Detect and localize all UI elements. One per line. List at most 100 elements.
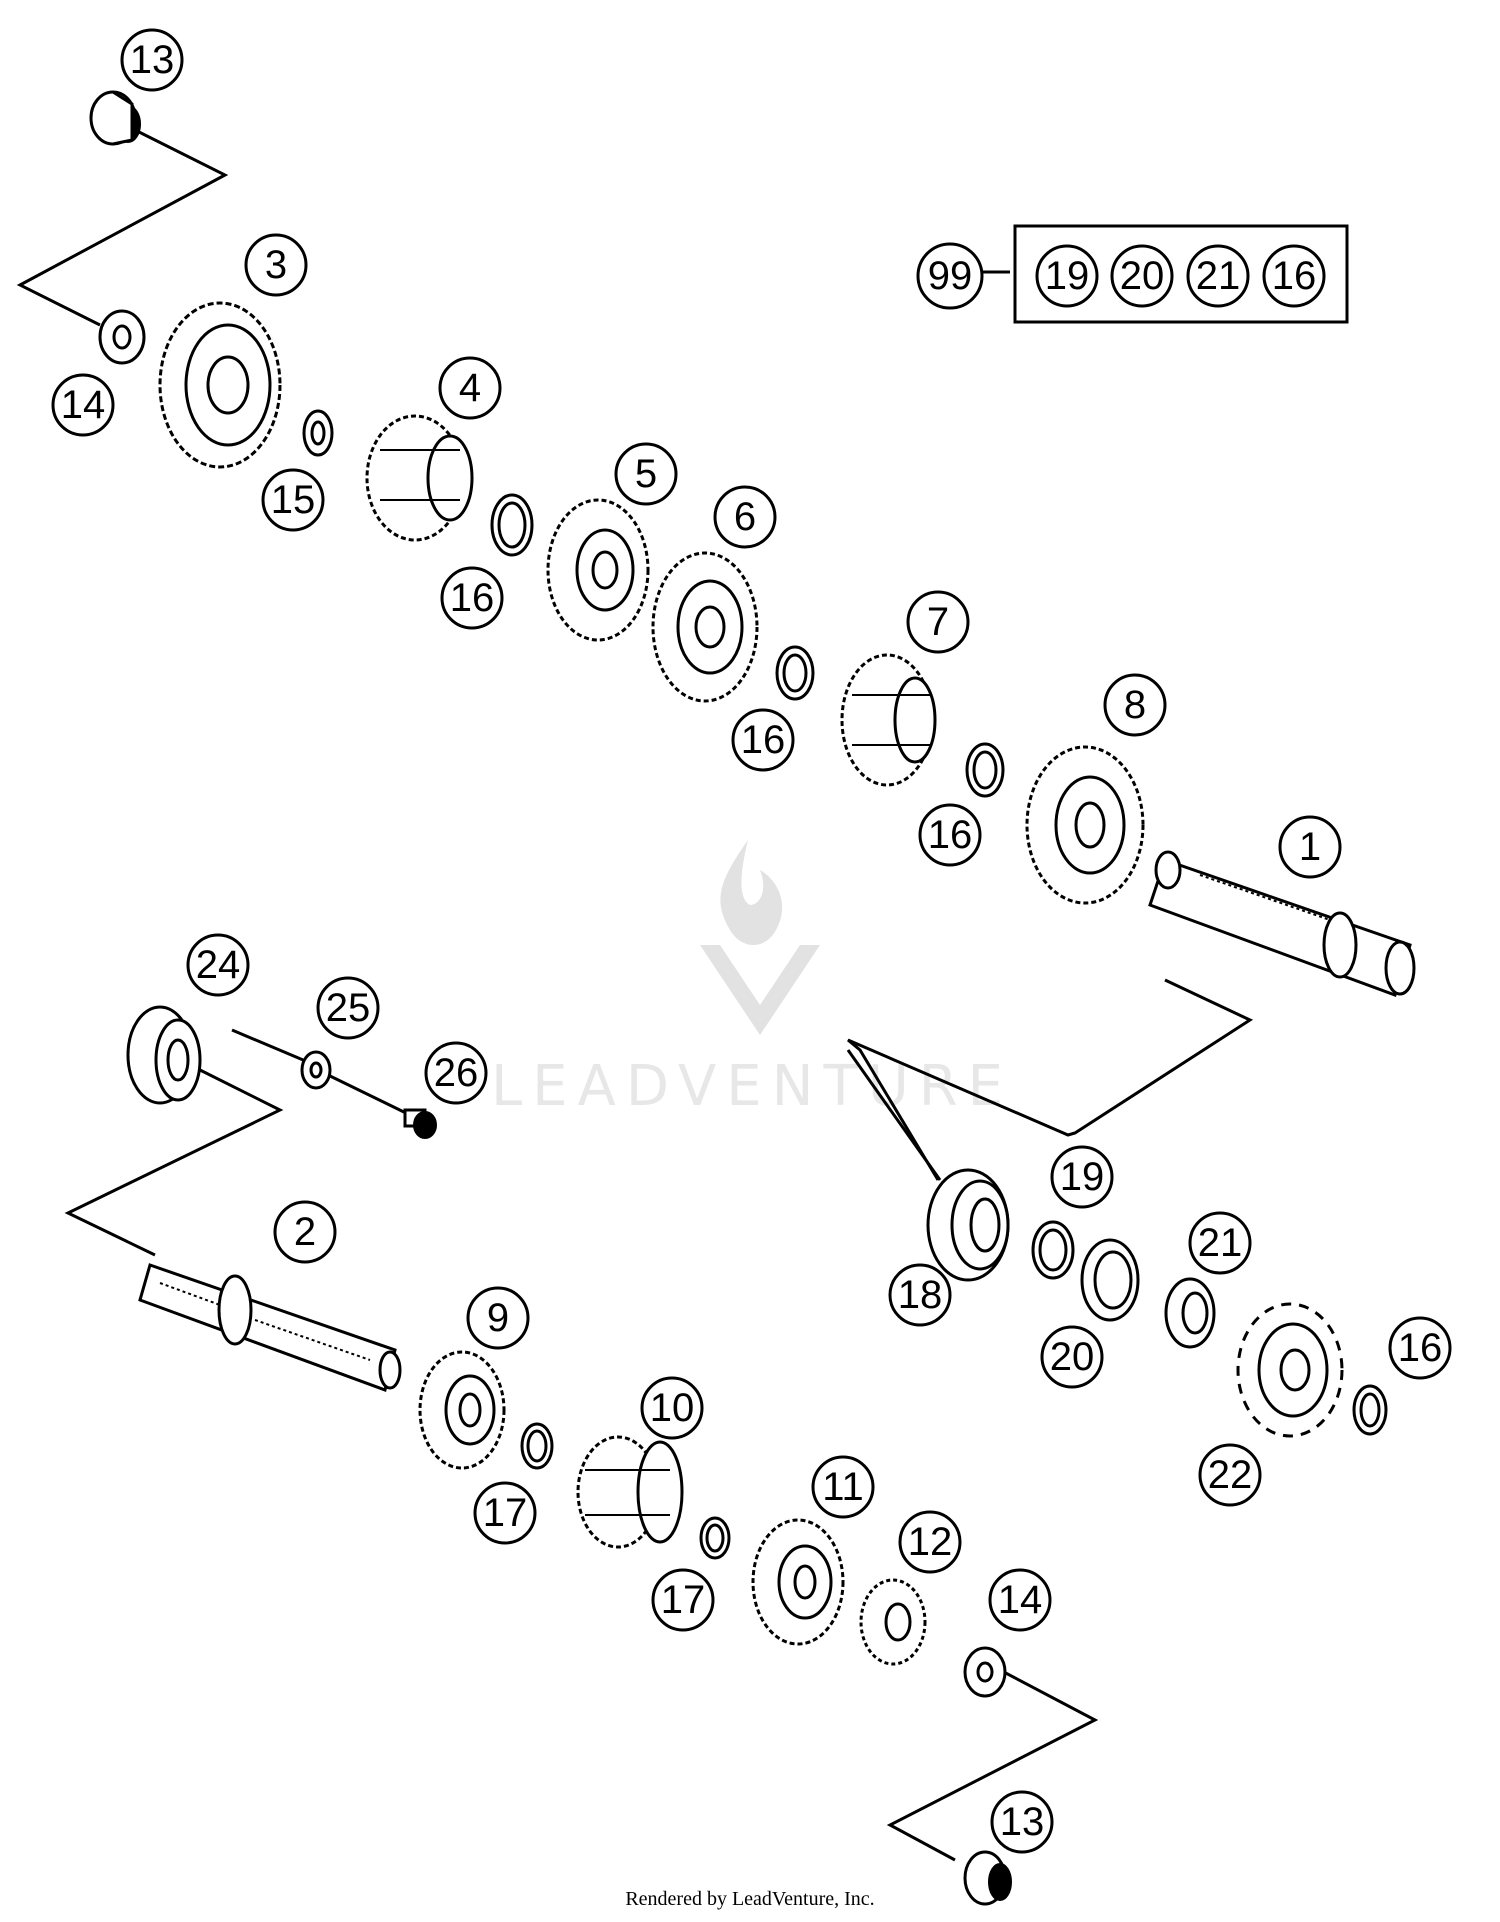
part-26-screw: [403, 1108, 437, 1139]
kit-item-20: 20: [1110, 244, 1174, 308]
svg-text:21: 21: [1196, 254, 1241, 298]
callout-24: 24: [186, 933, 250, 997]
callout-18: 18: [888, 1263, 952, 1327]
svg-text:25: 25: [326, 986, 371, 1030]
svg-text:19: 19: [1060, 1155, 1105, 1199]
part-10-gear: [576, 1435, 684, 1549]
callout-13-top: 13: [120, 28, 184, 92]
svg-text:10: 10: [650, 1386, 695, 1430]
callout-1: 1: [1278, 815, 1342, 879]
part-11-gear: [751, 1518, 845, 1646]
svg-text:16: 16: [1272, 254, 1317, 298]
part-8-gear: [1025, 745, 1145, 905]
callout-17-b: 17: [651, 1568, 715, 1632]
svg-text:19: 19: [1045, 254, 1090, 298]
svg-text:9: 9: [487, 1296, 509, 1340]
watermark-text: LEADVENTURE: [491, 1054, 1013, 1119]
svg-text:5: 5: [635, 452, 657, 496]
svg-text:26: 26: [434, 1051, 479, 1095]
part-3-gear: [158, 301, 282, 469]
part-19-circlip: [1031, 1220, 1075, 1280]
part-6-gear: [651, 551, 759, 703]
svg-text:17: 17: [661, 1578, 706, 1622]
svg-text:22: 22: [1208, 1453, 1253, 1497]
callout-14-bottom: 14: [988, 1568, 1052, 1632]
svg-text:6: 6: [734, 495, 756, 539]
callout-13-bottom: 13: [990, 1790, 1054, 1854]
part-16-circlip-a: [490, 493, 534, 557]
part-14-washer-top: [98, 309, 146, 365]
svg-text:15: 15: [271, 478, 316, 522]
kit-box: 99 19 20 21 16: [916, 224, 1349, 324]
part-21-spacer: [1164, 1277, 1216, 1349]
callout-11: 11: [811, 1455, 875, 1519]
callout-8: 8: [1103, 673, 1167, 737]
part-12-gear: [859, 1578, 927, 1666]
kit-number-callout: 99: [916, 242, 984, 310]
leader-lines: [16, 128, 1254, 1862]
part-7-gear: [840, 653, 937, 787]
svg-text:20: 20: [1050, 1335, 1095, 1379]
svg-text:14: 14: [998, 1578, 1043, 1622]
svg-text:7: 7: [927, 600, 949, 644]
callout-6: 6: [713, 485, 777, 549]
callout-14-top: 14: [51, 373, 115, 437]
svg-text:2: 2: [294, 1210, 316, 1254]
svg-text:16: 16: [928, 813, 973, 857]
kit-number: 99: [928, 254, 973, 298]
part-9-gear: [418, 1350, 506, 1470]
svg-text:13: 13: [130, 38, 175, 82]
callout-3: 3: [244, 233, 308, 297]
callout-26: 26: [424, 1041, 488, 1105]
part-2-shaft: [138, 1263, 402, 1392]
part-17-circlip-a: [520, 1422, 554, 1470]
kit-item-19: 19: [1035, 244, 1099, 308]
part-5-gear: [546, 498, 650, 642]
part-16-circlip-b: [775, 645, 815, 701]
svg-text:13: 13: [1000, 1800, 1045, 1844]
callout-16-c: 16: [918, 803, 982, 867]
part-18-bearing: [926, 1168, 1010, 1282]
part-1-shaft: [1148, 850, 1416, 997]
callout-19: 19: [1050, 1145, 1114, 1209]
part-16-circlip-c: [965, 742, 1005, 798]
svg-text:16: 16: [741, 718, 786, 762]
svg-text:20: 20: [1120, 254, 1165, 298]
callout-17-a: 17: [473, 1481, 537, 1545]
part-17-circlip-b: [699, 1516, 731, 1560]
svg-text:12: 12: [908, 1520, 953, 1564]
svg-text:8: 8: [1124, 683, 1146, 727]
callout-20: 20: [1040, 1325, 1104, 1389]
part-22-sprocket: [1236, 1302, 1344, 1438]
svg-text:18: 18: [898, 1273, 943, 1317]
svg-text:21: 21: [1198, 1221, 1243, 1265]
svg-text:11: 11: [822, 1465, 864, 1509]
part-25-washer: [300, 1050, 332, 1090]
part-16-circlip-d: [1352, 1384, 1388, 1436]
svg-text:16: 16: [450, 576, 495, 620]
callout-10: 10: [640, 1376, 704, 1440]
watermark-v-icon: [700, 945, 820, 1035]
svg-text:17: 17: [483, 1491, 528, 1535]
watermark-flame-icon: [720, 840, 783, 945]
callout-15: 15: [261, 468, 325, 532]
callouts: 13 3 14 15 4 16 5 6 16 7 16 8 16 1 24 25…: [51, 28, 1452, 1854]
svg-text:4: 4: [459, 366, 481, 410]
callout-5: 5: [614, 442, 678, 506]
kit-item-16: 16: [1262, 244, 1326, 308]
callout-7: 7: [906, 590, 970, 654]
callout-16-a: 16: [440, 566, 504, 630]
callout-16-b: 16: [731, 708, 795, 772]
part-13-bearing-top: [89, 90, 141, 146]
watermark: LEADVENTURE: [491, 840, 1013, 1119]
callout-4: 4: [438, 356, 502, 420]
svg-text:14: 14: [61, 383, 106, 427]
part-20-seal: [1080, 1238, 1140, 1322]
callout-9: 9: [466, 1286, 530, 1350]
callout-2: 2: [273, 1200, 337, 1264]
kit-item-21: 21: [1186, 244, 1250, 308]
part-13-bearing-bottom: [963, 1850, 1012, 1906]
footer-credit: Rendered by LeadVenture, Inc.: [625, 1888, 874, 1910]
